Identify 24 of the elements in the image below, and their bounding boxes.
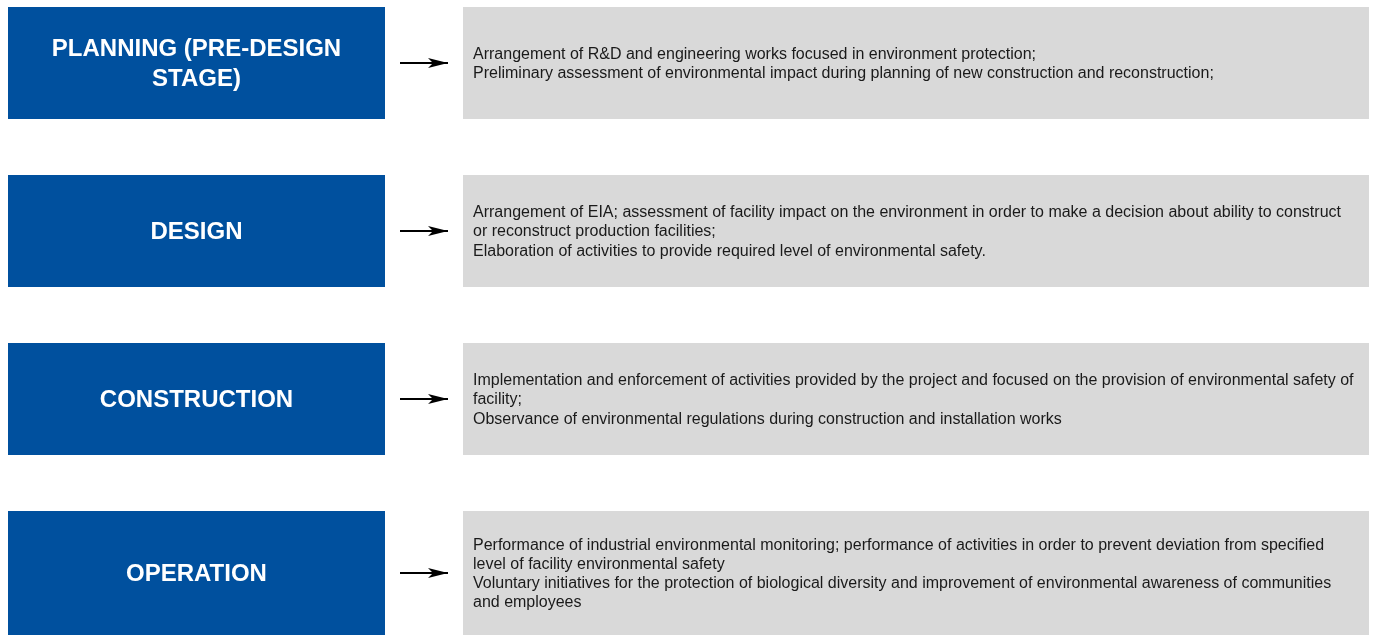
stage-box — [8, 343, 385, 455]
stage-box — [8, 511, 385, 635]
stage-title: PLANNING (PRE-DESIGN STAGE) — [50, 33, 343, 93]
description-text: Voluntary initiatives for the protection of biological diversity and improvement of environmental awareness of communities and employees — [473, 573, 1333, 612]
description-text: Preliminary assessment of environmental impact during planning of new construction and reconstruction; — [473, 63, 1215, 83]
description-box — [463, 7, 1369, 119]
stage-box — [8, 175, 385, 287]
description-text: Arrangement of EIA; assessment of facility impact on the environment in order to make a decision about ability to construct or reconstruct production facilities; — [473, 202, 1342, 241]
description-text: Performance of industrial environmental monitoring; performance of activities in order to prevent deviation from specified level of facility environmental safety — [473, 534, 1326, 573]
stage-box — [8, 7, 385, 119]
arrow — [399, 394, 449, 404]
description-box — [463, 175, 1369, 287]
arrow — [399, 58, 449, 68]
description-text: Observance of environmental regulations during construction and installation works — [473, 408, 1063, 428]
description-text: Arrangement of R&D and engineering works focused in environment protection; — [473, 43, 1037, 63]
description-box — [463, 343, 1369, 455]
arrow — [399, 226, 449, 236]
description-text: Elaboration of activities to provide required level of environmental safety. — [473, 240, 987, 260]
description-box — [463, 511, 1369, 635]
stage-title: DESIGN — [150, 216, 243, 246]
description-text: Implementation and enforcement of activities provided by the project and focused on the provision of environmental safety of facility; — [473, 370, 1355, 409]
stage-title: OPERATION — [126, 558, 267, 588]
arrow — [399, 568, 449, 578]
stage-title: CONSTRUCTION — [99, 384, 294, 414]
